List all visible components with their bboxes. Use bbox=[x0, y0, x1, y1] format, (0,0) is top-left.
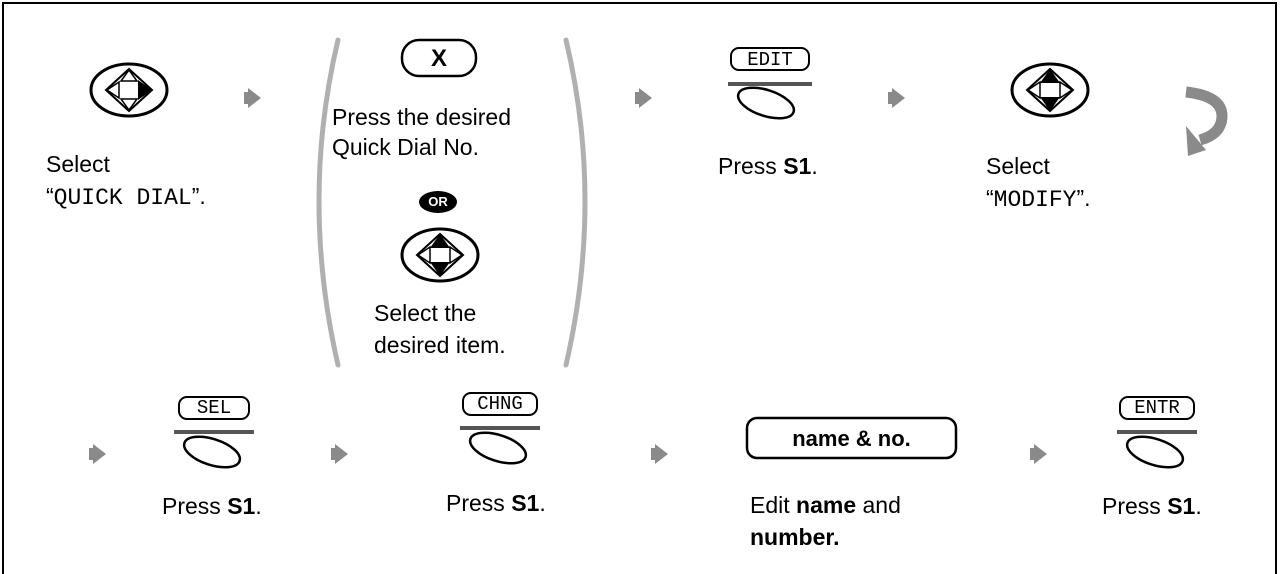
arrow-right-icon bbox=[244, 88, 261, 108]
arrow-right-icon bbox=[331, 444, 348, 464]
navigator-up-down-icon bbox=[400, 227, 480, 283]
arrow-right-icon bbox=[888, 88, 905, 108]
sel-key-instruction: Press S1. bbox=[162, 492, 262, 521]
soft-key-icon bbox=[174, 396, 254, 475]
or-badge-label: OR bbox=[428, 194, 448, 209]
press-quick-dial-line1: Press the desired bbox=[332, 104, 511, 130]
instruction-mid: and bbox=[856, 492, 901, 518]
bracket-right bbox=[563, 37, 588, 368]
arrow-right-icon bbox=[651, 444, 668, 464]
name-field-instruction-line2: number. bbox=[750, 523, 839, 552]
soft-key-icon bbox=[728, 47, 812, 126]
keypad-key-label: X bbox=[430, 45, 447, 72]
continue-arrow-icon bbox=[1185, 86, 1228, 156]
sel-key-label: SEL bbox=[196, 397, 232, 419]
arrow-right-icon bbox=[635, 88, 652, 108]
name-field-box bbox=[745, 416, 958, 460]
chng-key-instruction: Press S1. bbox=[446, 489, 546, 518]
bracket-left bbox=[316, 37, 341, 368]
edit-key-label: EDIT bbox=[747, 49, 793, 71]
soft-key-icon bbox=[1117, 396, 1197, 475]
quick-dial-value-text: QUICK DIAL bbox=[53, 185, 192, 211]
arrow-right-icon bbox=[1030, 444, 1047, 464]
instruction-bold-number: number. bbox=[750, 524, 840, 550]
entr-key-label: ENTR bbox=[1134, 397, 1180, 419]
press-quick-dial-line2: Quick Dial No. bbox=[332, 134, 479, 160]
arrow-right-icon bbox=[89, 444, 106, 464]
instruction-key: S1 bbox=[1167, 493, 1196, 519]
instruction-bold-name: name bbox=[796, 492, 857, 518]
keypad-key bbox=[400, 38, 478, 78]
select-item-line2: desired item. bbox=[374, 332, 506, 358]
instruction-suffix: . bbox=[1195, 493, 1202, 519]
or-badge bbox=[419, 191, 457, 213]
instruction-suffix: . bbox=[539, 490, 546, 516]
instruction-prefix: Press bbox=[718, 153, 784, 179]
edit-key-instruction: Press S1. bbox=[718, 152, 818, 181]
instruction-prefix: Press bbox=[1102, 493, 1168, 519]
instruction-prefix: Press bbox=[162, 493, 228, 519]
modify-value: “MODIFY”. bbox=[986, 185, 1091, 213]
select-item-line1: Select the bbox=[374, 300, 477, 326]
instruction-key: S1 bbox=[227, 493, 256, 519]
instruction-prefix: Edit bbox=[750, 492, 797, 518]
modify-value-text: MODIFY bbox=[993, 187, 1077, 213]
select-quick-dial-label: Select bbox=[46, 151, 110, 177]
soft-key-icon bbox=[460, 392, 540, 471]
entr-key-instruction: Press S1. bbox=[1102, 492, 1202, 521]
navigator-right-icon bbox=[89, 62, 169, 118]
select-modify-label: Select bbox=[986, 153, 1050, 179]
instruction-prefix: Press bbox=[446, 490, 512, 516]
chng-key-label: CHNG bbox=[477, 393, 523, 415]
instruction-key: S1 bbox=[511, 490, 540, 516]
instruction-key: S1 bbox=[783, 153, 812, 179]
instruction-suffix: . bbox=[811, 153, 818, 179]
instruction-suffix: . bbox=[255, 493, 262, 519]
navigator-up-down-icon bbox=[1010, 62, 1090, 118]
quick-dial-value: “QUICK DIAL”. bbox=[46, 183, 206, 211]
name-field-label: name & no. bbox=[792, 426, 911, 451]
name-field-instruction-line1: Edit name and bbox=[750, 491, 901, 520]
